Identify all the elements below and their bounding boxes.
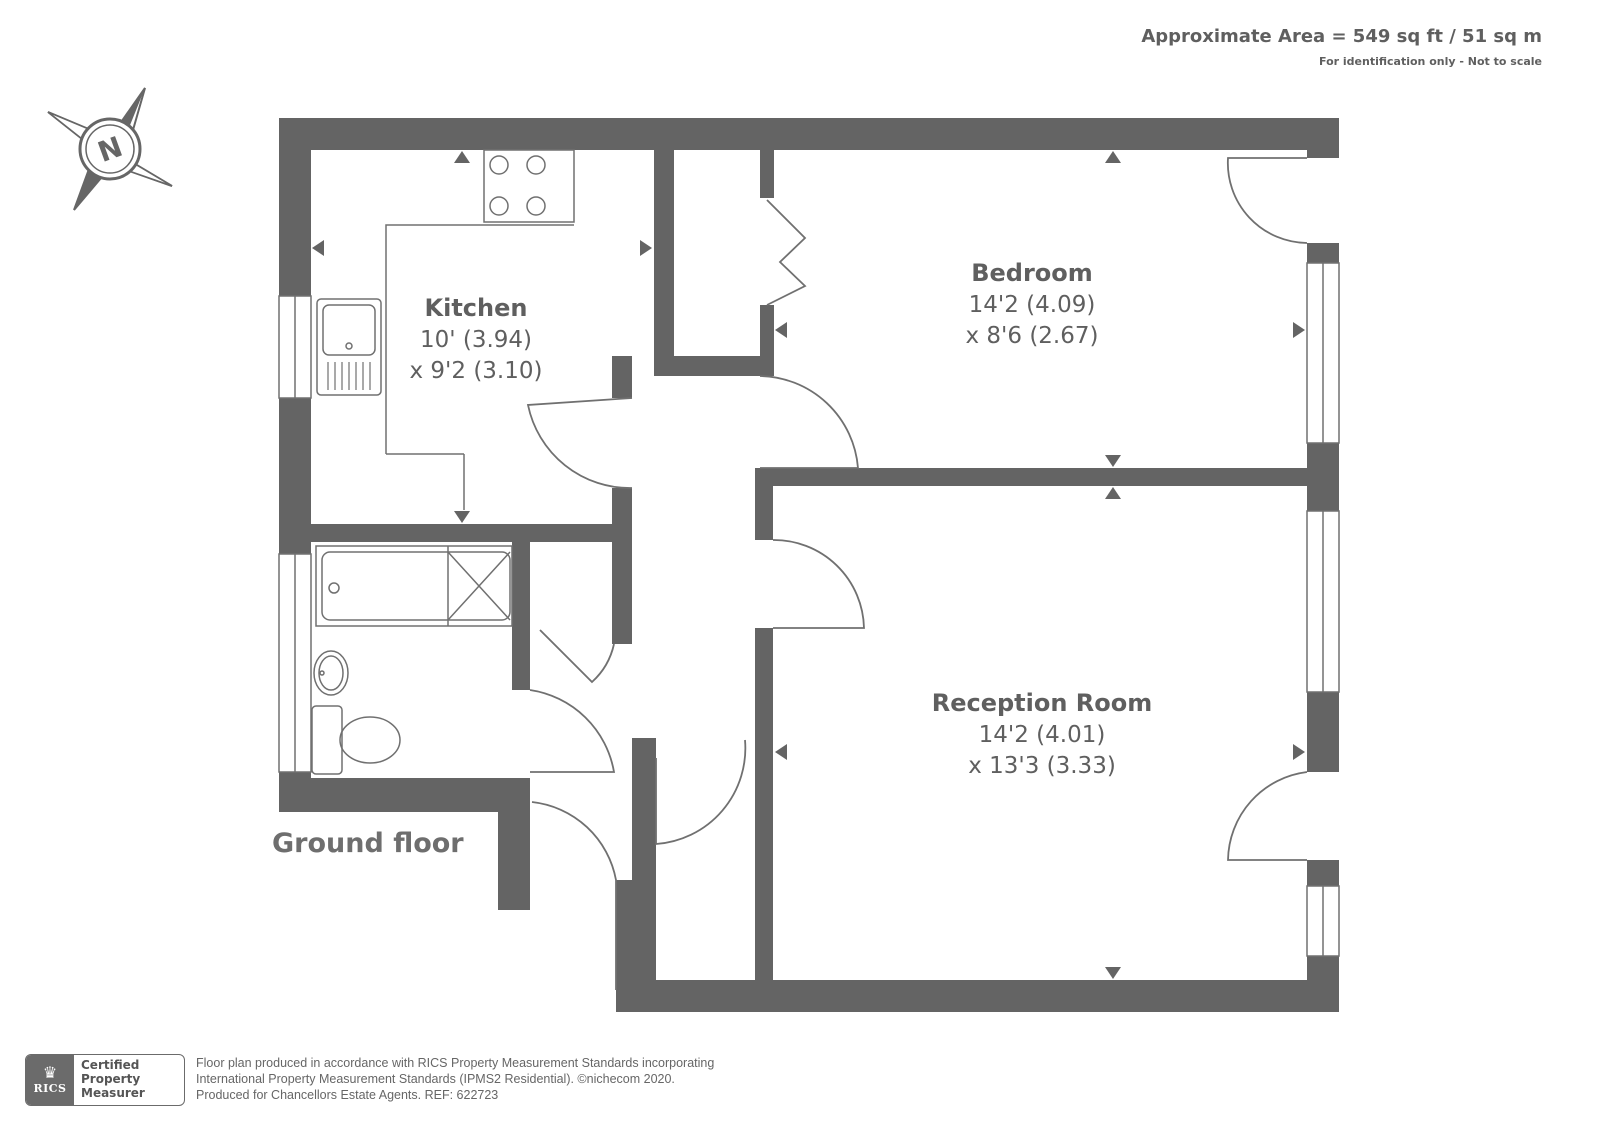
approximate-area: Approximate Area = 549 sq ft / 51 sq m xyxy=(1141,26,1542,47)
room-dimension: 14'2 (4.09) xyxy=(969,292,1096,318)
bathroom-fittings xyxy=(311,545,513,775)
compass-rose-icon: N xyxy=(47,87,173,211)
doors xyxy=(526,157,1308,990)
room-label-kitchen: Kitchen 10' (3.94) x 9'2 (3.10) xyxy=(410,294,543,384)
room-dimension: 10' (3.94) xyxy=(420,327,532,353)
dimension-arrows xyxy=(312,151,1305,979)
badge-line: Certified xyxy=(81,1058,140,1072)
rics-logo: ♛ RICS xyxy=(26,1055,74,1105)
room-dimension: 14'2 (4.01) xyxy=(979,722,1106,748)
kitchen-fittings xyxy=(316,149,575,510)
rics-badge: ♛ RICS Certified Property Measurer xyxy=(25,1054,185,1106)
footer-notes: Floor plan produced in accordance with R… xyxy=(196,1055,714,1103)
rics-logo-text: RICS xyxy=(33,1081,67,1095)
room-name: Bedroom xyxy=(971,259,1093,287)
scale-note: For identification only - Not to scale xyxy=(1319,55,1542,68)
badge-line: Property xyxy=(81,1072,141,1086)
walls xyxy=(279,118,1339,1012)
room-label-reception: Reception Room 14'2 (4.01) x 13'3 (3.33) xyxy=(932,689,1153,779)
footer-line: International Property Measurement Stand… xyxy=(196,1072,675,1086)
room-dimension: x 9'2 (3.10) xyxy=(410,358,543,384)
room-label-bedroom: Bedroom 14'2 (4.09) x 8'6 (2.67) xyxy=(966,259,1099,349)
room-dimension: x 8'6 (2.67) xyxy=(966,323,1099,349)
room-dimension: x 13'3 (3.33) xyxy=(968,753,1116,779)
badge-line: Measurer xyxy=(81,1086,145,1100)
room-name: Reception Room xyxy=(932,689,1153,717)
room-name: Kitchen xyxy=(425,294,528,322)
floor-label: Ground floor xyxy=(272,828,464,859)
badge-text: Certified Property Measurer xyxy=(74,1055,145,1105)
footer-line: Floor plan produced in accordance with R… xyxy=(196,1056,715,1070)
lion-icon: ♛ xyxy=(42,1064,58,1082)
windows xyxy=(278,262,1340,957)
footer-line: Produced for Chancellors Estate Agents. … xyxy=(196,1088,499,1102)
